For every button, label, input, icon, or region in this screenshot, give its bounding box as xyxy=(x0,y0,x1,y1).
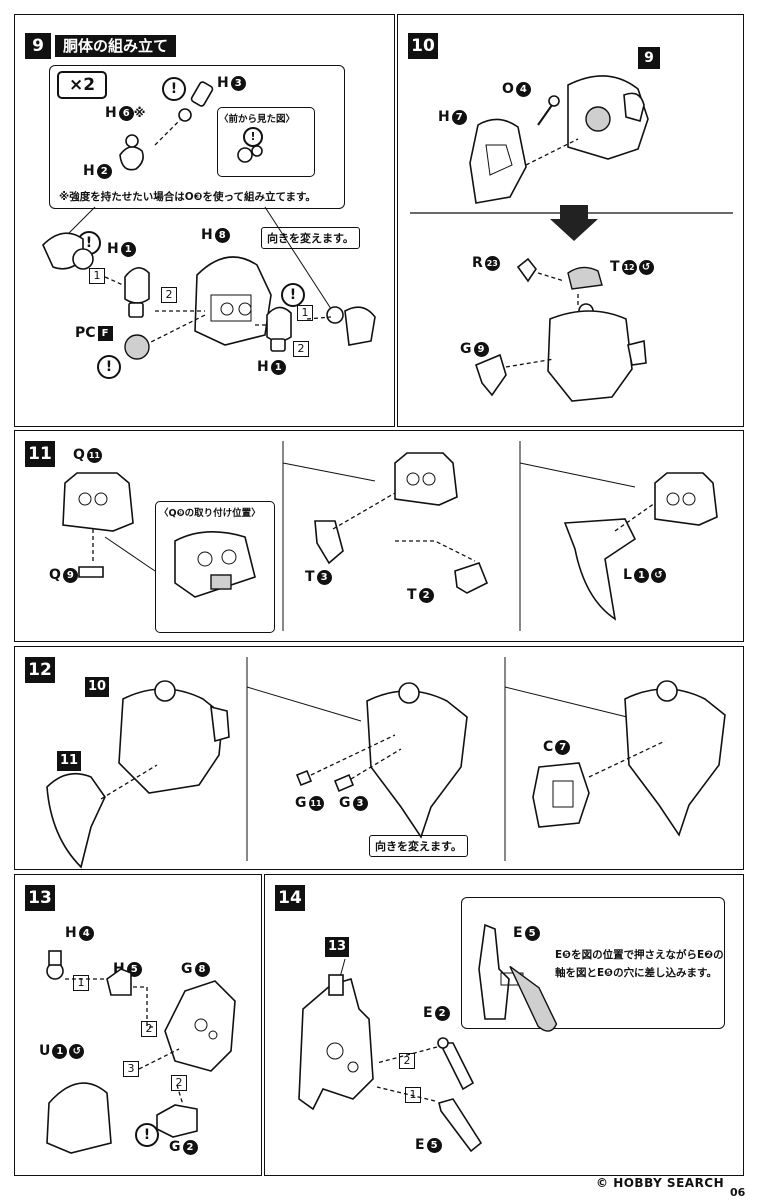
warning-icon: ! xyxy=(97,355,121,379)
warning-icon: ! xyxy=(162,77,186,101)
warning-icon: ! xyxy=(281,283,305,307)
step-indicator: 1 xyxy=(297,305,313,321)
step-9-illustration xyxy=(42,81,376,360)
warning-icon: ! xyxy=(243,127,263,147)
step-9-note: ※強度を持たせたい場合はO❸を使って組み立てます。 xyxy=(59,191,316,203)
change-direction-note: 向きを変えます。 xyxy=(261,227,360,249)
q9-position-box xyxy=(155,501,275,633)
step-indicator: 2 xyxy=(293,341,309,357)
step-10-number: 10 xyxy=(408,33,438,59)
step-11-number: 11 xyxy=(25,441,55,467)
step-9-title: 胴体の組み立て xyxy=(55,35,177,57)
step-11-illustration xyxy=(62,441,718,631)
step-14-number: 14 xyxy=(275,885,305,911)
step-14-note-line1: E❺を図の位置で押さえながらE❷の xyxy=(555,949,724,961)
step-13-illustration xyxy=(46,950,236,1154)
step-indicator: 2 xyxy=(141,1021,157,1037)
step-indicator: 1 xyxy=(73,975,89,991)
step-13-ref-badge: 13 xyxy=(325,937,349,957)
runner-icon: ↺ xyxy=(638,260,654,275)
step-indicator: 2 xyxy=(161,287,177,303)
runner-icon: ↺ xyxy=(650,568,666,583)
step-12-illustration xyxy=(46,657,726,869)
step-indicator: 2 xyxy=(171,1075,187,1091)
change-direction-note: 向きを変えます。 xyxy=(369,835,468,857)
step-14-note-line2: 軸を図とE❺の穴に差し込みます。 xyxy=(555,967,718,979)
step-14-illustration xyxy=(298,923,558,1153)
warning-icon: ! xyxy=(135,1123,159,1147)
step-9-number: 9 xyxy=(25,33,51,59)
watermark: © HOBBY SEARCH xyxy=(596,1176,725,1190)
step-10-illustration xyxy=(410,75,733,402)
step-11-ref-badge: 11 xyxy=(57,751,81,771)
step-12-number: 12 xyxy=(25,657,55,683)
page-number: 06 xyxy=(730,1186,746,1199)
q9-position-label: 〈Q❾の取り付け位置〉 xyxy=(159,508,261,519)
step-10-ref-badge: 10 xyxy=(85,677,109,697)
step-indicator: 3 xyxy=(123,1061,139,1077)
multiplier-badge: ×2 xyxy=(57,71,107,99)
step-9-ref-badge: 9 xyxy=(638,47,660,69)
runner-icon: ↺ xyxy=(69,1044,85,1059)
front-view-box xyxy=(217,107,315,177)
step-indicator: 2 xyxy=(399,1053,415,1069)
step-indicator: 1 xyxy=(89,268,105,284)
front-view-label: 〈前から見た図〉 xyxy=(219,114,296,125)
step-indicator: 1 xyxy=(405,1087,421,1103)
step-13-number: 13 xyxy=(25,885,55,911)
